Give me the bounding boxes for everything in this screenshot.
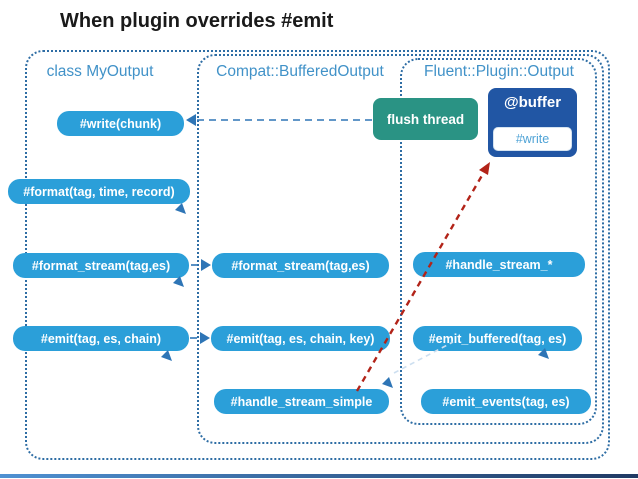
node-flush-thread: flush thread [373, 98, 478, 140]
slide-title: When plugin overrides #emit [60, 10, 334, 32]
node-emit-compat: #emit(tag, es, chain, key) [211, 326, 390, 351]
node-emit-events: #emit_events(tag, es) [421, 389, 591, 414]
node-emit-myoutput: #emit(tag, es, chain) [13, 326, 189, 351]
node-format: #format(tag, time, record) [8, 179, 190, 204]
box-header-class-myoutput: class MyOutput [46, 63, 154, 80]
node-format-stream-compat: #format_stream(tag,es) [212, 253, 389, 278]
node-write-chunk: #write(chunk) [57, 111, 184, 136]
node-emit-buffered: #emit_buffered(tag, es) [413, 326, 582, 351]
node-buffer: @buffer #write [488, 88, 577, 157]
node-handle-stream-simple: #handle_stream_simple [214, 389, 389, 414]
buffer-label: @buffer [503, 94, 562, 111]
node-buffer-write: #write [493, 127, 572, 151]
footer-bar [0, 474, 638, 478]
node-handle-stream-star: #handle_stream_* [413, 252, 585, 277]
box-compat-bufferedoutput [197, 54, 604, 444]
box-header-compat-bufferedoutput: Compat::BufferedOutput [216, 63, 384, 80]
box-header-fluent-plugin-output: Fluent::Plugin::Output [424, 63, 574, 80]
node-format-stream-myoutput: #format_stream(tag,es) [13, 253, 189, 278]
